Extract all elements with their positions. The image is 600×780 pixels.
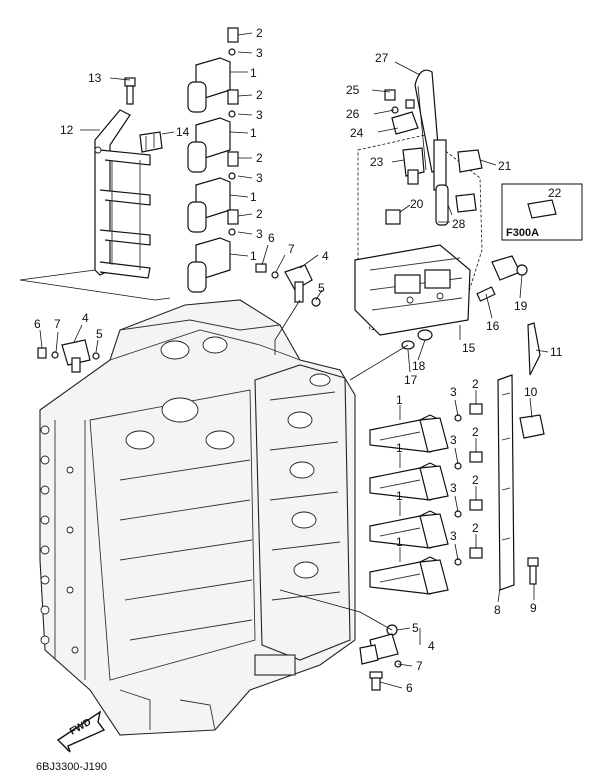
callout-c2h: 2 [472,521,479,535]
callout-c3f: 3 [450,433,457,447]
callout-c1c: 1 [250,190,257,204]
callout-c18: 18 [412,359,426,373]
callout-c7a: 7 [54,317,61,331]
callout-c1e: 1 [396,393,403,407]
callout-c5c: 5 [412,621,419,635]
callout-c7b: 7 [288,242,295,256]
callout-c3a: 3 [256,46,263,60]
callout-c2d: 2 [256,207,263,221]
callout-c1d: 1 [250,249,257,263]
callout-c20: 20 [410,197,424,211]
callout-c9: 9 [530,601,537,615]
ignition-coil-stack-top [187,27,239,293]
inset-box-f300a: F300A [501,183,583,241]
ecm-bracket-assembly [354,69,528,350]
callout-c26: 26 [346,107,360,121]
callout-c3d: 3 [256,227,263,241]
callout-c3c: 3 [256,171,263,185]
engine-block [39,299,356,736]
callout-c4c: 4 [428,639,435,653]
callout-c2a: 2 [256,26,263,40]
callout-c15: 15 [462,341,476,355]
callout-c1f: 1 [396,441,403,455]
callout-c7c: 7 [416,659,423,673]
callout-c6c: 6 [406,681,413,695]
callout-c5a: 5 [96,327,103,341]
callout-c8: 8 [494,603,501,617]
callout-c10: 10 [524,385,538,399]
plug-wells [287,373,331,579]
callout-c19: 19 [514,299,528,313]
callout-c1b: 1 [250,126,257,140]
callout-c13: 13 [88,71,102,85]
fwd-arrow-icon: FWD [56,710,106,753]
callout-c14: 14 [176,125,190,139]
callout-numbers: 2 3 1 2 3 1 2 3 1 2 3 1 13 12 14 6 7 4 5… [34,26,563,695]
callout-c27: 27 [375,51,389,65]
callout-c17: 17 [404,373,418,387]
sensor-assembly-left [37,339,100,373]
callout-c3h: 3 [450,529,457,543]
callout-c24: 24 [350,126,364,140]
callout-c22: 22 [548,186,562,200]
callout-c4b: 4 [322,249,329,263]
wire-harness-bracket [94,109,151,279]
callout-c28: 28 [452,217,466,231]
sensor-assembly-bottom [359,624,402,691]
bolt-13 [124,77,136,105]
callout-c1h: 1 [396,535,403,549]
callout-c6a: 6 [34,317,41,331]
callout-c3b: 3 [256,108,263,122]
inset-label: F300A [506,227,539,239]
callout-c2c: 2 [256,151,263,165]
callout-c12: 12 [60,123,74,137]
callout-c3e: 3 [450,385,457,399]
ignition-coil-stack-right [369,403,483,595]
callout-c1a: 1 [250,66,257,80]
callout-c25: 25 [346,83,360,97]
right-harness-bracket [497,322,545,591]
callout-c11: 11 [550,345,563,359]
callout-c21: 21 [498,159,512,173]
callout-c3g: 3 [450,481,457,495]
callout-c16: 16 [486,319,500,333]
drawing-code: 6BJ3300-J190 [36,761,107,773]
callout-c4a: 4 [82,311,89,325]
callout-c2e: 2 [472,377,479,391]
callout-c2b: 2 [256,88,263,102]
callout-c1g: 1 [396,489,403,503]
callout-c2f: 2 [472,425,479,439]
leader-lines [19,32,549,689]
callout-c5b: 5 [318,281,325,295]
callout-c23: 23 [370,155,384,169]
clip-14 [139,131,163,153]
sensor-assembly-top [255,263,321,307]
callout-c2g: 2 [472,473,479,487]
flange-bolts [40,425,79,654]
callout-c6b: 6 [268,231,275,245]
